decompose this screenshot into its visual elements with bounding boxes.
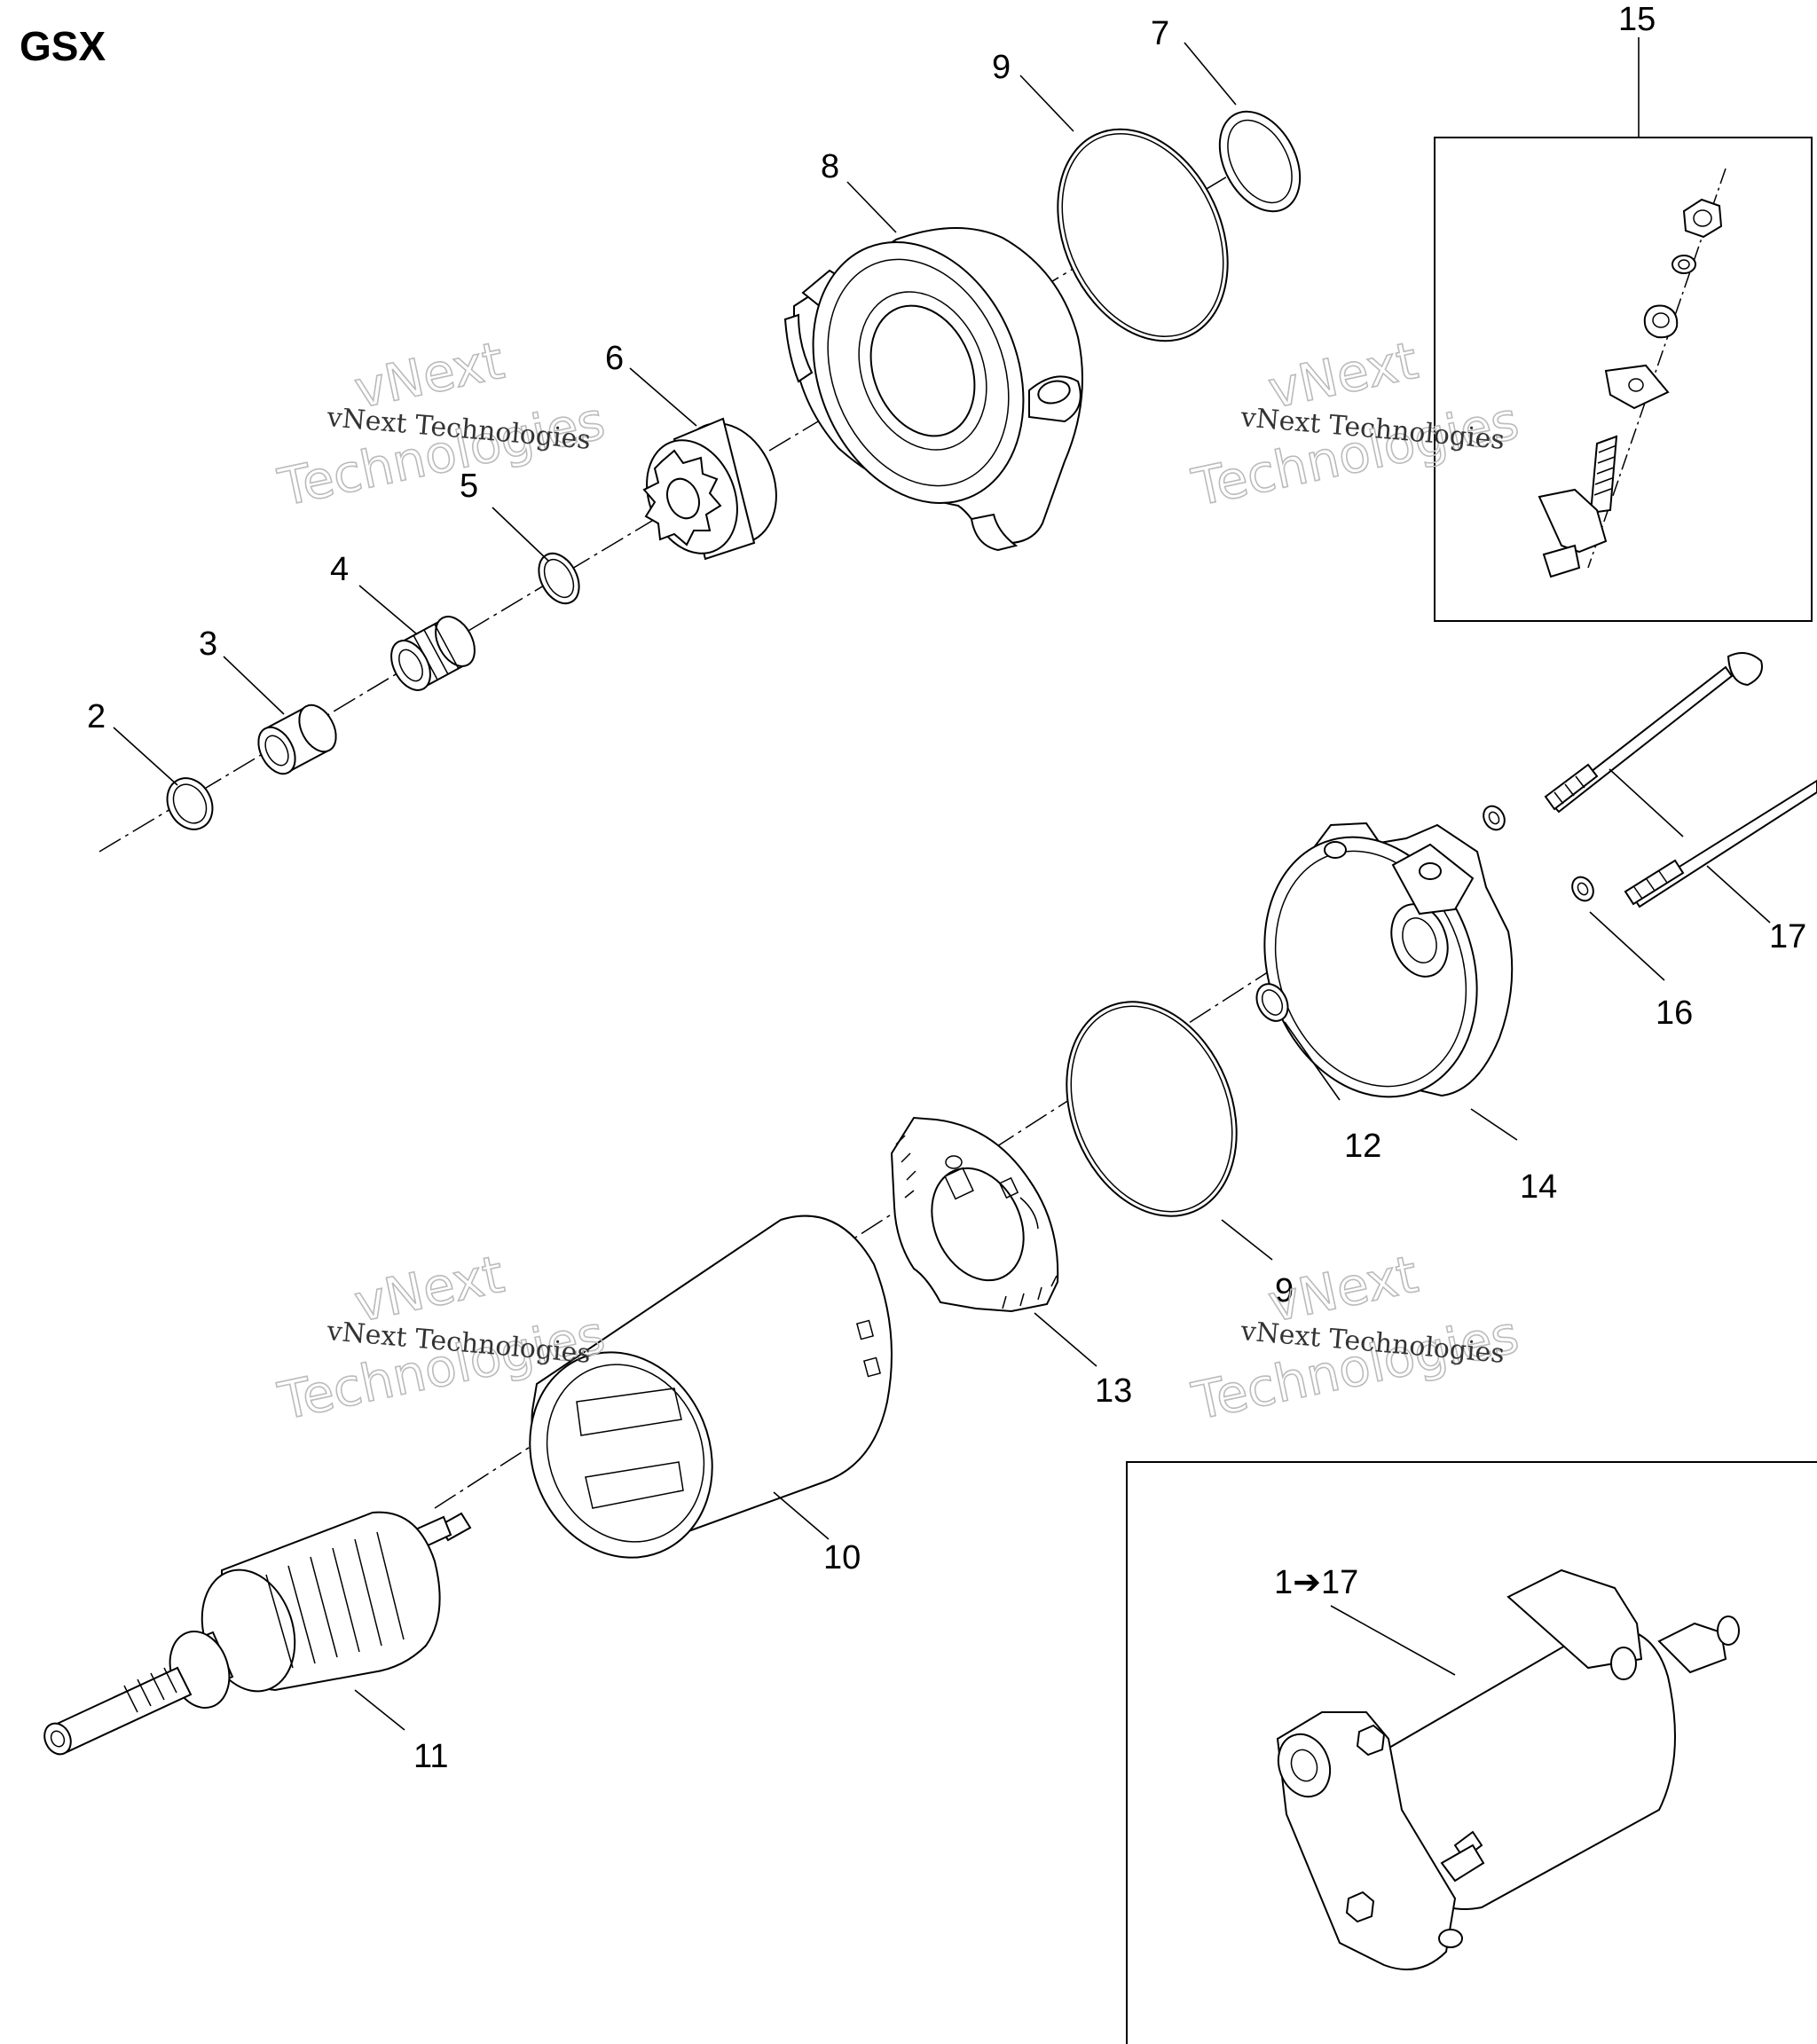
callout-9-upper: 9 bbox=[992, 49, 1011, 86]
part-14-end-housing bbox=[1263, 822, 1514, 1098]
callout-10: 10 bbox=[823, 1539, 861, 1576]
part-9-o-ring-lower bbox=[1066, 1001, 1238, 1217]
part-15-detail-frame bbox=[1434, 137, 1813, 622]
callout-8: 8 bbox=[821, 148, 839, 185]
part-16-washers bbox=[1483, 805, 1594, 902]
part-11-armature bbox=[43, 1511, 472, 1756]
part-9-o-ring-upper bbox=[1057, 128, 1229, 342]
watermark-upper-right: vNext Technologies vNext Technologies bbox=[1186, 329, 1524, 519]
callout-4: 4 bbox=[330, 551, 349, 588]
starter-assembled-view bbox=[1276, 1568, 1740, 1970]
callout-1-to-17: 1➔17 bbox=[1274, 1564, 1358, 1601]
part-4-spring-collar bbox=[390, 616, 476, 691]
part-6-pinion-gear bbox=[642, 417, 777, 561]
watermark-upper-left: vNext Technologies vNext Technologies bbox=[272, 329, 610, 519]
callout-15: 15 bbox=[1618, 1, 1656, 38]
part-12-ring bbox=[1255, 983, 1289, 1022]
part-13-brush-plate bbox=[890, 1116, 1059, 1313]
watermark-lower-left: vNext Technologies vNext Technologies bbox=[272, 1243, 610, 1433]
callout-16: 16 bbox=[1656, 994, 1693, 1032]
part-3-sleeve bbox=[257, 704, 337, 775]
watermark-big-2: Technologies bbox=[1187, 390, 1524, 518]
part-2-circlip bbox=[166, 777, 214, 830]
part-15-terminal-kit bbox=[1538, 168, 1727, 578]
callout-5: 5 bbox=[460, 468, 478, 505]
callout-13: 13 bbox=[1095, 1372, 1132, 1410]
callout-2: 2 bbox=[87, 698, 106, 735]
assembled-view-frame bbox=[1126, 1461, 1817, 2044]
diagram-title: GSX bbox=[20, 23, 106, 69]
callout-7: 7 bbox=[1151, 15, 1169, 52]
callout-9-lower: 9 bbox=[1275, 1272, 1294, 1309]
part-17-through-bolts bbox=[1544, 652, 1817, 908]
watermark-big-2: Technologies bbox=[273, 390, 610, 518]
watermark-big-2: Technologies bbox=[1187, 1304, 1524, 1432]
callout-6: 6 bbox=[605, 340, 624, 377]
part-5-ring bbox=[538, 552, 580, 605]
leader-lines bbox=[113, 37, 1771, 1731]
callout-labels: 2 3 4 5 6 8 9 7 15 17 16 12 14 9 13 10 1… bbox=[87, 1, 1806, 1775]
callout-17: 17 bbox=[1769, 918, 1806, 955]
callout-11: 11 bbox=[413, 1738, 448, 1775]
callout-3: 3 bbox=[199, 625, 217, 663]
part-10-yoke bbox=[529, 1215, 893, 1559]
watermark-lower-right: vNext Technologies vNext Technologies bbox=[1186, 1243, 1524, 1433]
part-8-drive-end-housing bbox=[783, 227, 1083, 552]
part-7-ring bbox=[1218, 110, 1302, 213]
callout-14: 14 bbox=[1520, 1168, 1557, 1206]
callout-12: 12 bbox=[1344, 1128, 1381, 1165]
